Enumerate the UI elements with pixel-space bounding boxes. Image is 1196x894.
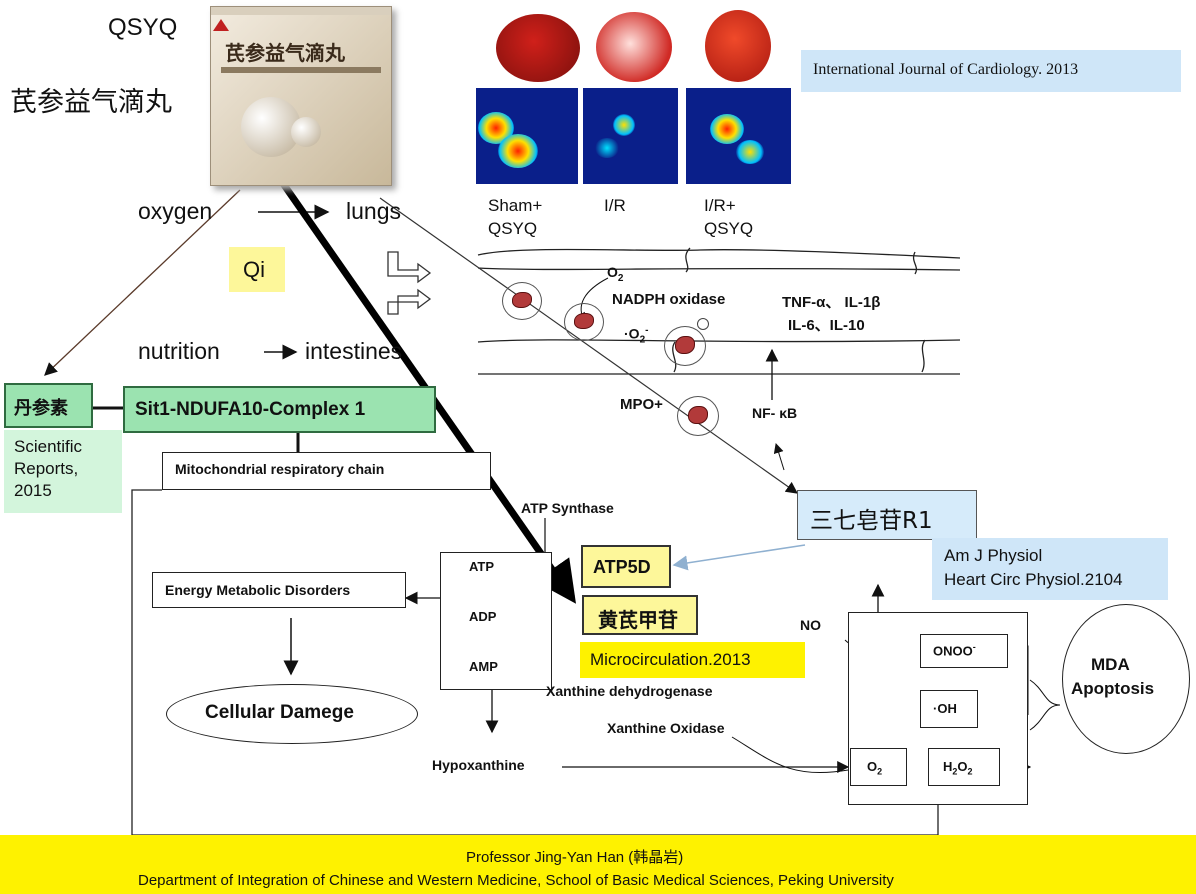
cell-icon-4 [688, 406, 708, 424]
drug-box-orb-small-icon [291, 117, 321, 147]
label-nfkb: NF- κB [752, 405, 798, 421]
drug-box-title: 芪参益气滴丸 [225, 41, 345, 65]
cell-circle-2 [564, 303, 604, 341]
label-oxygen: oxygen [138, 198, 213, 224]
heart-label-sham-line1: Sham+ [488, 196, 543, 215]
label-hypoxanthine: Hypoxanthine [432, 757, 525, 773]
heatmap-sham [476, 88, 578, 184]
label-nadph-oxidase: NADPH oxidase [612, 291, 726, 308]
citation-scientific-reports: Scientific Reports, 2015 [4, 430, 122, 513]
atp5d-box: ATP5D [581, 545, 671, 588]
label-intestines: intestines [305, 338, 403, 364]
cell-circle-3 [664, 326, 706, 366]
hydroxyl-box: ·OH [920, 690, 978, 728]
label-mpo: MPO+ [620, 396, 663, 413]
label-cytokines-1: TNF-α、 IL-1β [782, 294, 881, 311]
cell-icon-1 [512, 292, 532, 308]
label-cytokines-2: IL-6、IL-10 [788, 317, 865, 334]
heatmap-ir-qsyq [686, 88, 791, 184]
citation-ijc: International Journal of Cardiology. 201… [801, 50, 1181, 92]
mito-chain-box: Mitochondrial respiratory chain [162, 452, 491, 490]
drug-abbreviation: QSYQ [108, 14, 178, 41]
drug-box-logo-icon [213, 19, 229, 31]
astragaloside-box: 黄芪甲苷 [582, 595, 698, 635]
danshensu-box: 丹参素 [4, 383, 93, 428]
notoginsenoside-box: 三七皂苷R1 [797, 490, 977, 540]
heart-image-ir [596, 12, 672, 82]
heatmap-ir [583, 88, 678, 184]
cell-circle-1 [502, 282, 542, 320]
label-xanthine-dehydrogenase: Xanthine dehydrogenase [546, 683, 713, 699]
citation-microcirculation: Microcirculation.2013 [580, 642, 805, 678]
cell-circle-4 [677, 396, 719, 436]
small-circle [697, 318, 709, 330]
heart-image-ir-qsyq [705, 10, 771, 82]
label-atp-synthase: ATP Synthase [521, 500, 614, 516]
cellular-damage-ellipse: Cellular Damege [166, 684, 418, 744]
onoo-box: ONOO- [920, 634, 1008, 668]
footer-department: Department of Integration of Chinese and… [138, 872, 894, 889]
sit1-complex-box: Sit1-NDUFA10-Complex 1 [123, 386, 436, 433]
cell-icon-2 [574, 313, 594, 329]
label-superoxide: ·O2- [624, 325, 649, 346]
heart-image-sham [496, 14, 580, 82]
drug-chinese-name: 芪参益气滴丸 [10, 87, 172, 117]
o2-box: O2 [850, 748, 907, 786]
mda-apoptosis-circle: MDA Apoptosis [1062, 604, 1190, 754]
heart-label-ir: I/R [604, 196, 626, 215]
atp-adp-amp-box: ATP ADP AMP [440, 552, 552, 690]
citation-ajp: Am J Physiol Heart Circ Physiol.2104 [932, 538, 1168, 600]
label-xanthine-oxidase: Xanthine Oxidase [607, 720, 725, 736]
vessel-walls [477, 247, 961, 375]
heart-label-irqsyq-line2: QSYQ [704, 219, 754, 238]
label-o2-vessel: O2 [607, 264, 624, 284]
footer-banner: Professor Jing-Yan Han (韩晶岩) Department … [0, 835, 1196, 894]
footer-professor: Professor Jing-Yan Han (韩晶岩) [466, 849, 684, 866]
label-nutrition: nutrition [138, 338, 220, 364]
label-no: NO [800, 617, 821, 633]
label-lungs: lungs [346, 198, 401, 224]
heart-label-sham-line2: QSYQ [488, 219, 538, 238]
drug-box-image: 芪参益气滴丸 [210, 6, 392, 186]
energy-disorders-box: Energy Metabolic Disorders [152, 572, 406, 608]
h2o2-box: H2O2 [928, 748, 1000, 786]
qi-box: Qi [229, 247, 285, 292]
heart-label-irqsyq-line1: I/R+ [704, 196, 736, 215]
cell-icon-3 [675, 336, 695, 354]
